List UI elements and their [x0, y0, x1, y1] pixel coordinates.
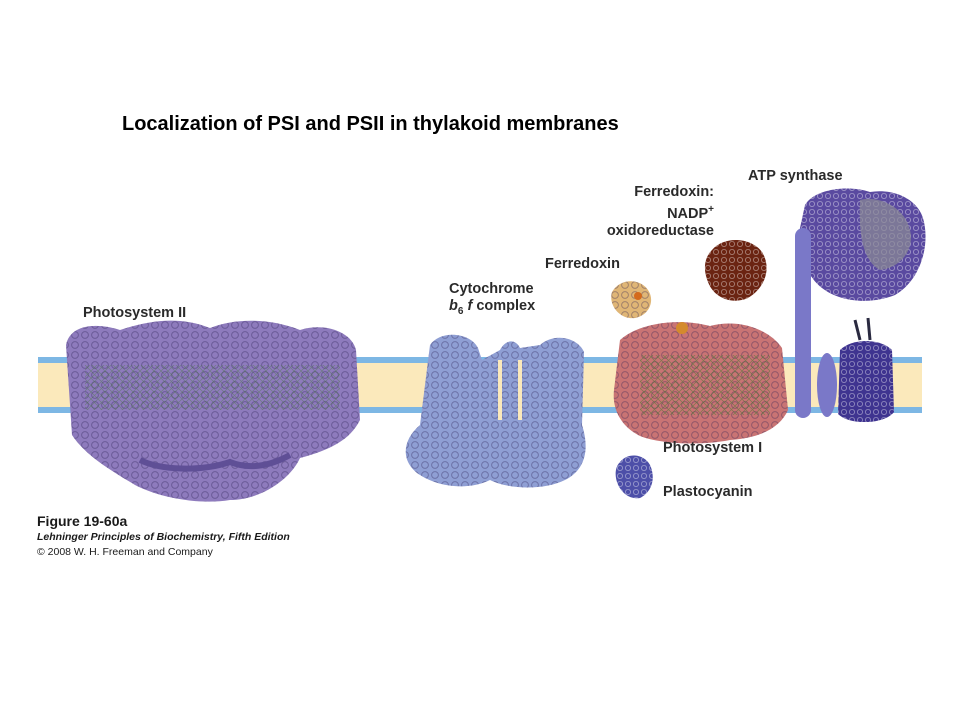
atp-synthase-structure — [795, 188, 926, 423]
figure-credit: Figure 19-60a Lehninger Principles of Bi… — [37, 512, 290, 560]
label-fnr-line2: NADP+ — [590, 201, 714, 223]
label-cytochrome-sub6: 6 — [457, 305, 464, 317]
copyright-text: © 2008 W. H. Freeman and Company — [37, 546, 213, 558]
plastocyanin-structure — [615, 455, 653, 499]
label-atp-synthase: ATP synthase — [748, 168, 843, 184]
label-cytochrome-complex: complex — [476, 298, 536, 314]
fnr-structure — [704, 240, 767, 301]
label-fnr-line3: oxidoreductase — [606, 222, 714, 239]
book-title: Lehninger Principles of Biochemistry, Fi… — [37, 531, 290, 543]
label-plastocyanin: Plastocyanin — [663, 484, 753, 500]
label-fnr-line1: Ferredoxin: — [634, 184, 714, 200]
page-title: Localization of PSI and PSII in thylakoi… — [122, 113, 619, 135]
label-cytochrome-line1: Cytochrome — [449, 281, 534, 297]
label-cytochrome-f: f — [467, 298, 473, 314]
label-fnr: Ferredoxin: NADP+ oxidoreductase — [590, 184, 714, 240]
label-fnr-plus: + — [708, 204, 714, 215]
label-cytochrome-b: b — [449, 298, 458, 314]
figure-number: Figure 19-60a — [37, 513, 128, 529]
ferredoxin-structure — [611, 281, 652, 319]
photosystem-ii-structure — [66, 320, 360, 502]
label-photosystem-i: Photosystem I — [663, 440, 763, 456]
photosystem-i-structure — [613, 322, 788, 444]
label-cytochrome-line2: b6 f complex — [449, 298, 535, 320]
label-fnr-nadp: NADP — [667, 205, 709, 222]
label-photosystem-ii: Photosystem II — [83, 305, 187, 321]
label-ferredoxin: Ferredoxin — [545, 256, 620, 272]
label-cytochrome: Cytochrome b6 f complex — [449, 281, 535, 320]
cytochrome-b6f-structure — [405, 334, 586, 488]
